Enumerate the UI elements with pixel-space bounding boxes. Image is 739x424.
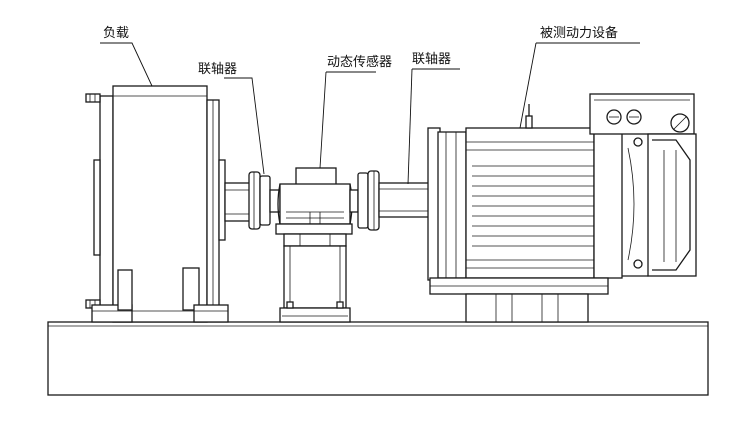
base-platform bbox=[47, 321, 709, 396]
label-load: 负载 bbox=[103, 26, 129, 41]
leader-lines bbox=[100, 42, 640, 185]
cooling-fins bbox=[472, 165, 594, 247]
dynamic-sensor bbox=[275, 167, 353, 247]
label-device-under-test: 被测动力设备 bbox=[540, 25, 618, 41]
coupling-right bbox=[357, 170, 380, 231]
label-coupling-left: 联轴器 bbox=[198, 62, 237, 77]
shaft-right bbox=[378, 182, 430, 218]
device-under-test bbox=[427, 93, 697, 295]
terminal-box bbox=[589, 93, 695, 135]
coupling-left bbox=[248, 171, 271, 230]
shaft-left bbox=[224, 182, 252, 222]
label-dynamic-sensor: 动态传感器 bbox=[327, 54, 392, 70]
sensor-stand bbox=[279, 245, 351, 323]
dut-pedestal bbox=[465, 293, 589, 323]
load-unit bbox=[85, 85, 229, 323]
shaft-sensor-coupling bbox=[349, 189, 359, 213]
label-coupling-right: 联轴器 bbox=[412, 52, 451, 67]
